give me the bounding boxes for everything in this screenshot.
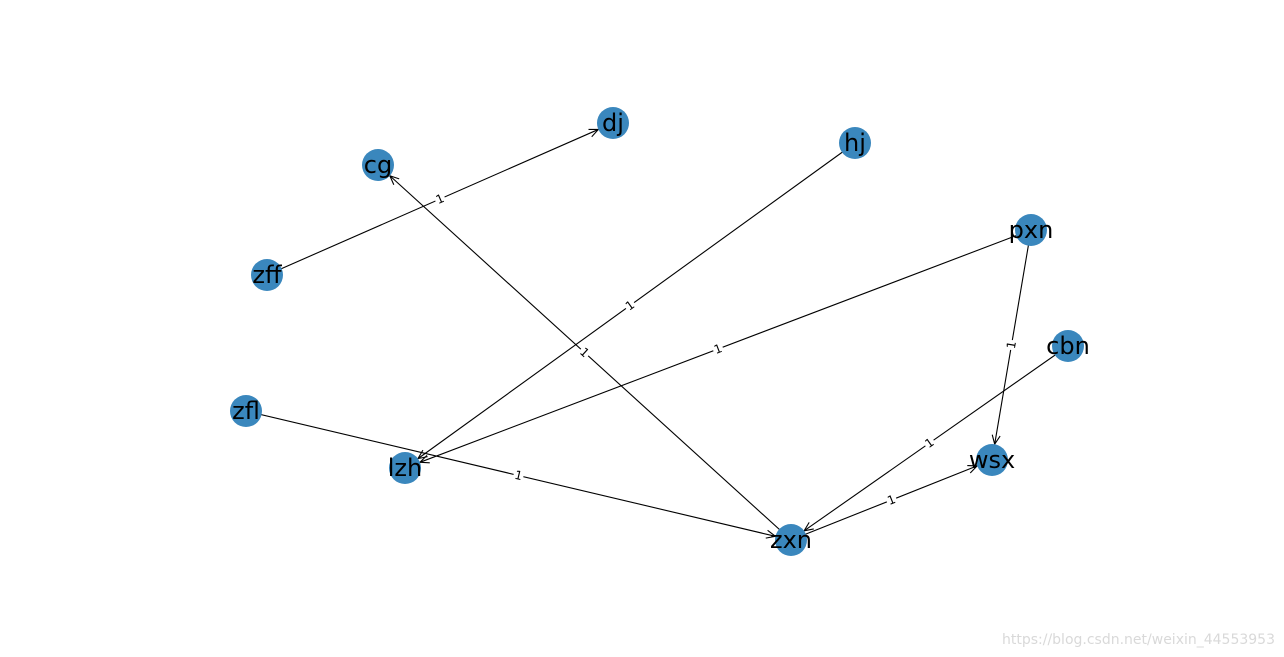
node-label: wsx (969, 446, 1015, 474)
edge-label-group: 1 (710, 340, 726, 358)
edge-label-background (512, 467, 525, 484)
node-zxn: zxn (770, 524, 812, 556)
node-wsx: wsx (969, 444, 1015, 476)
node-dj: dj (597, 107, 629, 139)
edge-pxn-lzh (419, 229, 1032, 463)
edge-label-background (621, 296, 639, 315)
edge-label-background (710, 340, 726, 358)
node-label: zff (252, 261, 282, 289)
node-label: pxn (1009, 216, 1054, 244)
edge-zfl-zxn (245, 410, 776, 537)
node-circle (1052, 330, 1084, 362)
edge-cbn-zxn (803, 345, 1069, 532)
node-zff: zff (251, 259, 283, 291)
node-pxn: pxn (1009, 214, 1054, 246)
edge-weight-label: 1 (1004, 340, 1019, 350)
node-circle (597, 107, 629, 139)
watermark-text: https://blog.csdn.net/weixin_44553953 (1001, 632, 1275, 648)
edges-layer (245, 128, 1069, 541)
nodes-layer: dj cg hj zff pxn cbn zfl lzh wsx zxn (230, 107, 1090, 556)
edge-label-background (921, 434, 938, 452)
node-lzh: lzh (388, 452, 422, 484)
edge-label-group: 1 (621, 296, 639, 315)
node-circle (1015, 214, 1047, 246)
edge-label-background (1003, 338, 1020, 352)
node-circle (839, 127, 871, 159)
node-cbn: cbn (1046, 330, 1090, 362)
node-circle (389, 452, 421, 484)
node-zfl: zfl (230, 395, 262, 427)
node-label: cbn (1046, 332, 1090, 360)
edge-zxn-cg (389, 175, 792, 541)
node-circle (976, 444, 1008, 476)
edge-zff-dj (266, 128, 599, 276)
edge-weight-label: 1 (513, 468, 524, 483)
edge-zxn-wsx (790, 465, 978, 541)
edge-label-background (432, 190, 448, 208)
node-circle (362, 149, 394, 181)
edge-label-group: 1 (512, 467, 525, 484)
node-label: zxn (770, 526, 812, 554)
node-label: hj (844, 129, 866, 157)
edge-label-background (576, 343, 593, 362)
edge-label-group: 1 (1003, 338, 1020, 352)
arrowhead-zff-dj (588, 128, 600, 138)
arrowhead-pxn-lzh (418, 454, 430, 464)
node-circle (230, 395, 262, 427)
node-label: cg (364, 151, 392, 179)
node-label: zfl (232, 397, 260, 425)
node-circle (251, 259, 283, 291)
edge-pxn-wsx (994, 229, 1032, 445)
node-circle (775, 524, 807, 556)
edge-label-group: 1 (432, 190, 448, 208)
edge-label-background (884, 491, 899, 509)
edge-label-group: 1 (884, 491, 899, 509)
node-hj: hj (839, 127, 871, 159)
node-cg: cg (362, 149, 394, 181)
node-label: lzh (388, 454, 422, 482)
edge-label-group: 1 (921, 434, 938, 452)
node-label: dj (602, 109, 624, 137)
edge-hj-lzh (417, 142, 856, 460)
